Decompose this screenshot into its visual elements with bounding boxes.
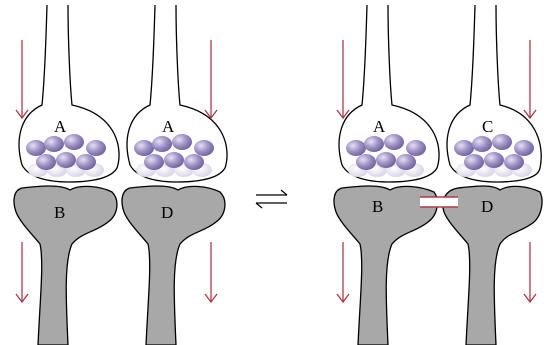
vesicle xyxy=(194,140,214,156)
arrow-left-d xyxy=(205,242,217,302)
vesicle xyxy=(492,134,512,150)
vesicle xyxy=(134,140,154,156)
vesicle xyxy=(472,136,492,152)
postsynaptic-spine-d-left: D xyxy=(122,186,225,345)
label-c-left: A xyxy=(162,117,175,136)
vesicle xyxy=(36,154,56,170)
vesicle-cluster-a-right xyxy=(346,134,426,177)
vesicle xyxy=(152,136,172,152)
vesicle xyxy=(356,154,376,170)
arrow-left-c xyxy=(205,40,217,118)
postsynaptic-spine-d-right: D xyxy=(443,186,542,345)
label-a-right: A xyxy=(373,117,386,136)
presynaptic-terminal-c-left: A xyxy=(127,5,227,182)
equilibrium-symbol xyxy=(256,190,287,208)
vesicle xyxy=(144,154,164,170)
vesicle xyxy=(384,134,404,150)
label-a-left: A xyxy=(54,117,67,136)
vesicle xyxy=(364,136,384,152)
vesicle xyxy=(44,136,64,152)
vesicle xyxy=(184,154,204,170)
arrow-right-d xyxy=(524,242,536,302)
vesicle xyxy=(164,152,184,168)
vesicle xyxy=(64,134,84,150)
vesicle xyxy=(514,140,534,156)
vesicle xyxy=(26,140,46,156)
vesicle-cluster-c-left xyxy=(134,134,214,177)
vesicle xyxy=(172,134,192,150)
label-c-right: C xyxy=(482,117,493,136)
vesicle xyxy=(346,140,366,156)
vesicle-cluster-c-right xyxy=(454,134,534,177)
right-state: A C B D xyxy=(334,5,542,345)
left-state: A A B D xyxy=(14,5,227,345)
presynaptic-terminal-c-right: C xyxy=(447,5,541,182)
vesicle xyxy=(504,154,524,170)
arrow-right-a xyxy=(337,40,349,118)
vesicle xyxy=(406,140,426,156)
arrow-right-c xyxy=(524,40,536,118)
arrow-left-b xyxy=(16,242,28,302)
vesicle xyxy=(464,154,484,170)
vesicle xyxy=(454,140,474,156)
label-b-left: B xyxy=(54,203,65,222)
label-b-right: B xyxy=(372,197,383,216)
vesicle xyxy=(484,152,504,168)
vesicle xyxy=(376,152,396,168)
postsynaptic-spine-b-right: B xyxy=(334,186,437,345)
arrow-right-b xyxy=(337,242,349,302)
gap-junction xyxy=(420,197,458,207)
label-d-left: D xyxy=(161,203,173,222)
vesicle xyxy=(56,152,76,168)
arrow-left-a xyxy=(16,40,28,118)
presynaptic-terminal-a-right: A xyxy=(339,5,439,182)
vesicle xyxy=(76,154,96,170)
vesicle xyxy=(396,154,416,170)
vesicle-cluster-a-left xyxy=(26,134,106,177)
presynaptic-terminal-a-left: A xyxy=(19,5,119,182)
postsynaptic-spine-b-left: B xyxy=(14,186,117,345)
label-d-right: D xyxy=(481,197,493,216)
vesicle xyxy=(86,140,106,156)
